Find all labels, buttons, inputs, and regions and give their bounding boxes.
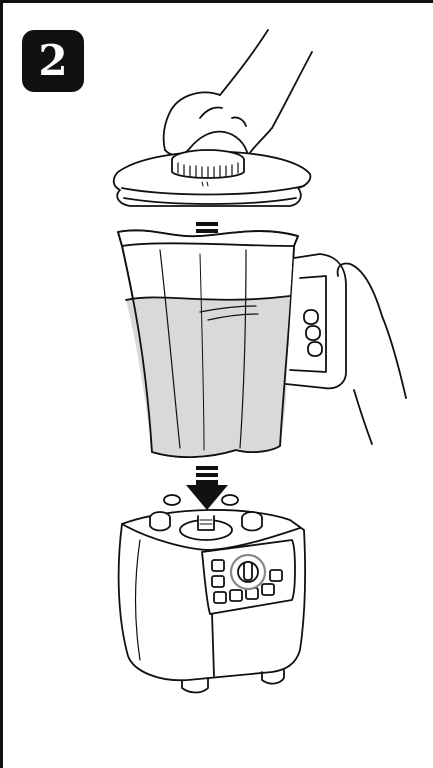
blender-lid-icon <box>114 150 311 206</box>
down-arrow-icon <box>186 466 228 510</box>
hand-icon <box>164 30 312 156</box>
blender-base-icon <box>119 495 306 693</box>
